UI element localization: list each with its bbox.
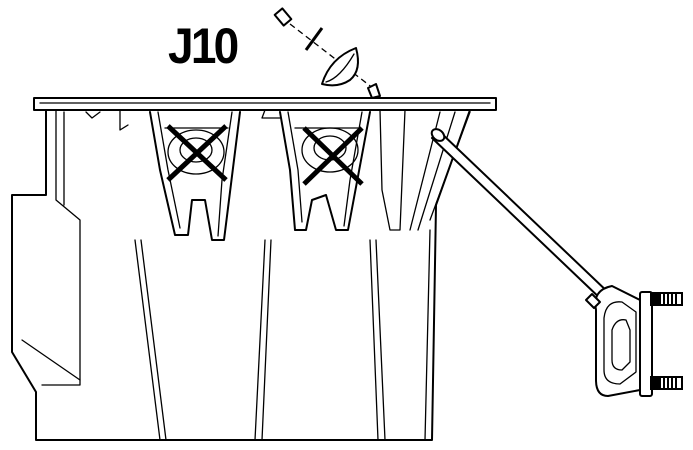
bolts	[650, 292, 683, 390]
pin	[273, 7, 293, 27]
x-mark-left	[166, 124, 228, 182]
cap	[321, 47, 359, 87]
rod	[430, 128, 613, 303]
socket-right	[279, 111, 371, 231]
housing-ribs	[85, 109, 406, 231]
assembly-axis	[289, 23, 379, 93]
bracket	[585, 285, 653, 397]
socket-left	[149, 111, 241, 241]
step-label: J10	[168, 18, 239, 74]
housing	[11, 97, 497, 441]
cap-post	[367, 83, 381, 99]
x-mark-right	[302, 126, 364, 186]
ring	[304, 27, 324, 51]
